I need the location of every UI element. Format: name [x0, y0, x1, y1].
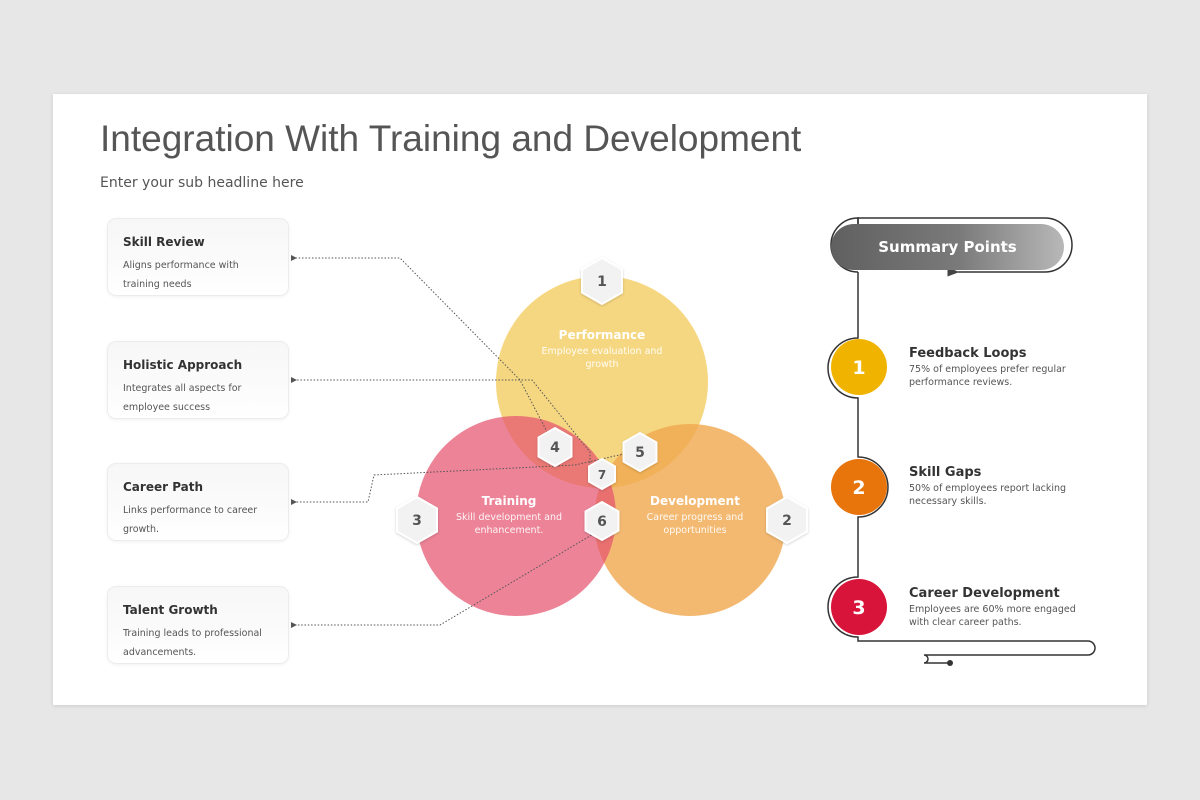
page-subtitle: Enter your sub headline here [100, 175, 304, 191]
venn-desc-performance: Employee evaluation and growth [541, 346, 663, 370]
point-desc-feedback-loops: 75% of employees prefer regular performa… [909, 364, 1066, 388]
card-title: Career Path [123, 480, 204, 494]
card-title: Skill Review [123, 235, 205, 249]
summary-heading-pill: Summary Points [831, 224, 1064, 270]
card-description: Aligns performance with training needs [123, 260, 239, 290]
venn-title-training: Training [481, 494, 537, 508]
card-description: Training leads to professional advanceme… [123, 628, 262, 658]
point-title-career-development: Career Development [909, 586, 1060, 601]
card-description: Integrates all aspects for employee succ… [123, 383, 242, 413]
card-career-path: Career Path Links performance to career … [107, 463, 289, 541]
venn-title-performance: Performance [558, 328, 646, 342]
venn-desc-development: Career progress and opportunities [646, 512, 744, 536]
point-title-feedback-loops: Feedback Loops [909, 346, 1027, 361]
card-talent-growth: Talent Growth Training leads to professi… [107, 586, 289, 664]
venn-label-performance: Performance Employee evaluation and grow… [537, 328, 667, 371]
venn-title-development: Development [650, 494, 740, 508]
point-desc-skill-gaps: 50% of employees report lacking necessar… [909, 483, 1067, 507]
card-holistic-approach: Holistic Approach Integrates all aspects… [107, 341, 289, 419]
venn-label-development: Development Career progress and opportun… [630, 494, 760, 537]
card-description: Links performance to career growth. [123, 505, 258, 535]
card-skill-review: Skill Review Aligns performance with tra… [107, 218, 289, 296]
point-desc-career-development: Employees are 60% more engaged with clea… [909, 604, 1076, 628]
venn-label-training: Training Skill development and enhanceme… [444, 494, 574, 537]
point-title-skill-gaps: Skill Gaps [909, 465, 982, 480]
page-title: Integration With Training and Developmen… [100, 118, 802, 159]
card-title: Talent Growth [123, 603, 218, 617]
card-title: Holistic Approach [123, 358, 243, 372]
venn-desc-training: Skill development and enhancement. [455, 512, 563, 536]
